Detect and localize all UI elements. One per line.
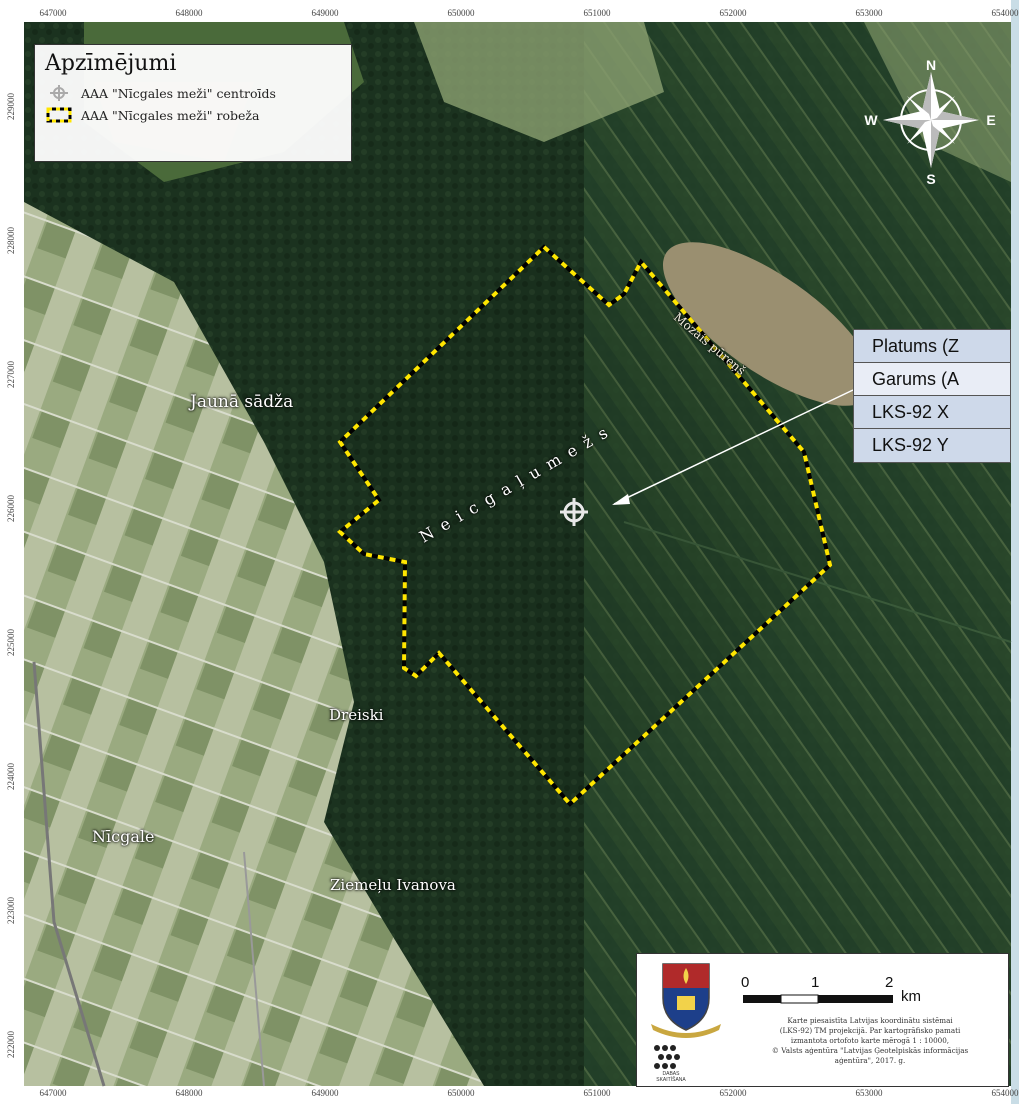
logo-text-line2: SKAITĪŠANA <box>656 1077 686 1083</box>
callout-lks-x: LKS-92 X <box>854 396 1010 429</box>
farmland-west <box>24 202 484 1086</box>
callout-longitude: Garums (A <box>854 363 1010 396</box>
x-tick-top-5: 652000 <box>719 8 747 18</box>
fields-north <box>414 22 664 142</box>
orthophoto-map[interactable]: N S E W Jaunā sādža Dreiski Nīcgale Ziem… <box>24 22 1012 1087</box>
scale-label-1: 1 <box>811 974 820 991</box>
place-dreiski: Dreiski <box>329 706 384 724</box>
compass-n: N <box>926 57 936 73</box>
legend-label-boundary: AAA "Nīcgales meži" robeža <box>81 107 260 123</box>
forest-strips-east <box>584 22 1011 1086</box>
x-tick-bottom-1: 648000 <box>175 1088 203 1098</box>
centroid-icon <box>50 85 68 101</box>
x-tick-top-3: 650000 <box>447 8 475 18</box>
y-tick-2: 227000 <box>6 361 16 388</box>
compass-rose-icon: N S E W <box>864 57 995 187</box>
callout-lks-y: LKS-92 Y <box>872 435 949 455</box>
callout-latitude: Platums (Z <box>854 330 1010 363</box>
compass-e: E <box>986 112 995 128</box>
boundary-yellow-dashes <box>336 244 833 807</box>
x-tick-top-1: 648000 <box>175 8 203 18</box>
x-tick-bottom-7: 654000 <box>991 1088 1019 1098</box>
coordinate-callout: Platums (Z Garums (A LKS-92 X LKS-92 Y <box>853 329 1011 463</box>
callout-leader-line <box>613 389 854 505</box>
credits-line-2: (LKS-92) TM projekcijā. Par kartogrāfisk… <box>779 1026 961 1035</box>
credits-line-1: Karte piesaistīta Latvijas koordinātu si… <box>787 1016 953 1025</box>
place-nicgale: Nīcgale <box>92 827 155 846</box>
y-tick-7: 222000 <box>6 1031 16 1058</box>
legend: Apzīmējumi AAA "Nīcgales meži" centroīds… <box>34 44 352 162</box>
legend-label-centroid: AAA "Nīcgales meži" centroīds <box>81 85 276 101</box>
x-tick-top-4: 651000 <box>583 8 611 18</box>
y-axis-left: 229000 228000 227000 226000 225000 224000 2230… <box>0 0 24 1104</box>
coat-of-arms-icon <box>651 963 721 1038</box>
compass-s: S <box>926 171 935 187</box>
scale-label-2: 2 <box>885 974 894 991</box>
logo-text-line1: DABAS <box>662 1071 680 1077</box>
x-tick-top-0: 647000 <box>39 8 67 18</box>
x-tick-bottom-2: 649000 <box>311 1088 339 1098</box>
scalebar <box>743 994 893 1004</box>
x-tick-top-2: 649000 <box>311 8 339 18</box>
x-axis-top: 647000 648000 649000 650000 651000 652000 6530… <box>0 8 1019 22</box>
y-tick-1: 228000 <box>6 227 16 254</box>
x-axis-bottom: 647000 648000 649000 650000 651000 652000 6530… <box>0 1088 1019 1102</box>
y-tick-4: 225000 <box>6 629 16 656</box>
scale-label-0: 0 <box>741 974 750 991</box>
legend-item-centroid: AAA "Nīcgales meži" centroīds <box>45 82 341 104</box>
y-tick-0: 229000 <box>6 93 16 120</box>
x-tick-bottom-0: 647000 <box>39 1088 67 1098</box>
credits-text: Karte piesaistīta Latvijas koordinātu si… <box>735 1016 1005 1066</box>
x-tick-top-7: 654000 <box>991 8 1019 18</box>
x-tick-bottom-4: 651000 <box>583 1088 611 1098</box>
credits-line-5: aģentūra", 2017. g. <box>834 1056 906 1065</box>
scale-unit: km <box>901 988 921 1005</box>
x-tick-bottom-5: 652000 <box>719 1088 747 1098</box>
dabas-skaitisana-logo-icon <box>654 1045 680 1069</box>
road-dreiski <box>243 851 265 1087</box>
centroid-marker[interactable] <box>560 498 588 526</box>
credits-line-4: © Valsts aģentūra "Latvijas Ģeotelpiskās… <box>771 1046 969 1055</box>
y-tick-5: 224000 <box>6 763 16 790</box>
legend-title: Apzīmējumi <box>45 51 177 76</box>
place-jauna-sadza: Jaunā sādža <box>190 392 294 412</box>
compass-w: W <box>864 112 878 128</box>
boundary-dashed-icon <box>46 107 72 123</box>
callout-arrowhead <box>612 494 630 505</box>
place-ziemelu-ivanova: Ziemeļu Ivanova <box>330 876 456 894</box>
y-tick-6: 223000 <box>6 897 16 924</box>
logo-text: DABAS SKAITĪŠANA <box>649 1071 693 1083</box>
x-tick-bottom-3: 650000 <box>447 1088 475 1098</box>
bog-mozais-purens <box>662 242 876 406</box>
forest-track <box>623 521 1012 643</box>
map-canvas: N S E W <box>24 22 1012 1087</box>
x-tick-bottom-6: 653000 <box>855 1088 883 1098</box>
legend-item-boundary: AAA "Nīcgales meži" robeža <box>45 104 341 126</box>
info-box: DABAS SKAITĪŠANA 0 1 2 km Karte piesaist… <box>636 953 1009 1087</box>
y-tick-3: 226000 <box>6 495 16 522</box>
credits-line-3: izmantota ortofoto karte mērogā 1 : 1000… <box>790 1036 950 1045</box>
road-west <box>32 661 106 1087</box>
x-tick-top-6: 653000 <box>855 8 883 18</box>
